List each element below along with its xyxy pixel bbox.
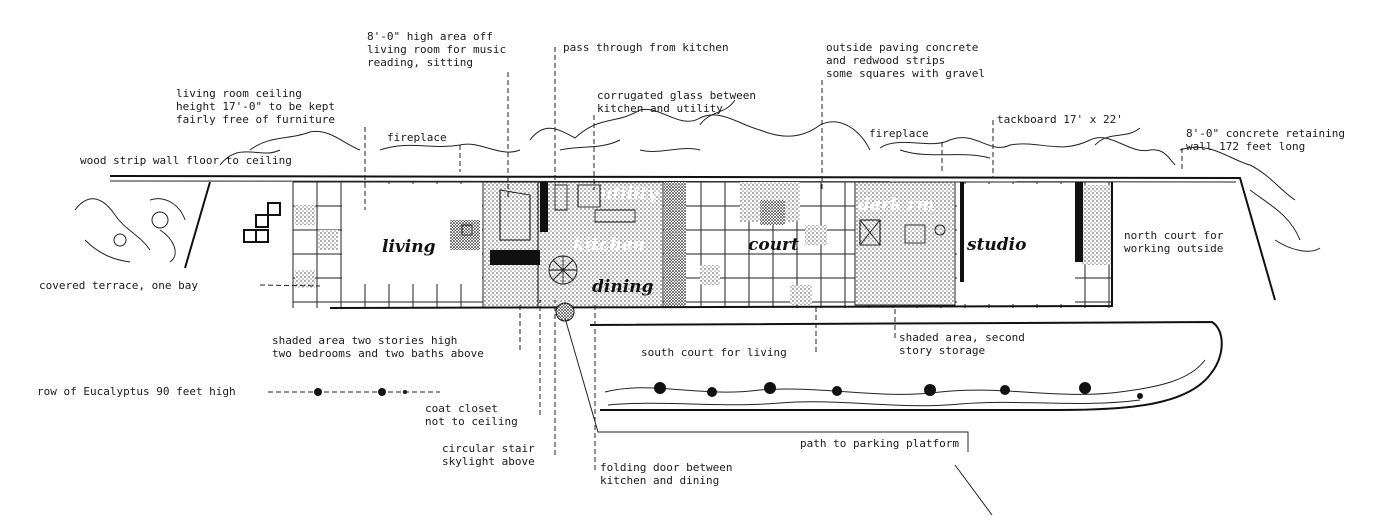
annotation-shaded-storage: shaded area, second story storage (899, 331, 1031, 357)
north-wall-line (109, 175, 1276, 301)
annotation-eucalyptus: row of Eucalyptus 90 feet high (37, 385, 236, 398)
west-court-wall (184, 181, 211, 269)
annotation-living-ceiling: living room ceiling height 17'-0" to be … (176, 87, 342, 126)
annotation-paving: outside paving concrete and redwood stri… (826, 41, 985, 80)
shaded-areas (295, 181, 1112, 308)
kitchen-utility-details (461, 182, 1083, 285)
annotation-circular-stair: circular stair skylight above (442, 442, 541, 468)
room-dining: dining (592, 277, 654, 297)
annotation-wood-strip-wall: wood strip wall floor to ceiling (80, 154, 292, 167)
annotation-fireplace-studio: fireplace (869, 127, 929, 140)
annotation-south-court: south court for living (641, 346, 787, 359)
west-terrace-blocks (243, 202, 281, 243)
annotation-tackboard: tackboard 17' x 22' (997, 113, 1123, 126)
room-court: court (748, 235, 799, 255)
room-utility: utility (600, 184, 658, 204)
room-kitchen: kitchen (573, 235, 645, 255)
annotation-pass-through: pass through from kitchen (563, 41, 729, 54)
annotation-high-area: 8'-0" high area off living room for musi… (367, 30, 513, 69)
open-room-floor (957, 184, 1075, 304)
leader-lines (259, 47, 1183, 470)
room-living: living (382, 237, 436, 257)
room-studio: studio (966, 235, 1026, 255)
annotation-shaded-two-story: shaded area two stories high two bedroom… (272, 334, 484, 360)
annotation-north-court: north court for working outside (1124, 229, 1230, 255)
annotation-retaining-wall: 8'-0" concrete retaining wall 172 feet l… (1186, 127, 1352, 153)
annotation-folding-door: folding door between kitchen and dining (600, 461, 739, 487)
annotation-coat-closet: coat closet not to ceiling (425, 402, 518, 428)
annotation-corrugated-glass: corrugated glass between kitchen and uti… (597, 89, 763, 115)
annotation-covered-terrace: covered terrace, one bay (39, 279, 198, 292)
path-to-parking-line (954, 464, 993, 516)
annotation-fireplace-living: fireplace (387, 131, 447, 144)
annotation-path-parking: path to parking platform (800, 437, 959, 450)
room-dark-rm: dark rm (858, 195, 935, 215)
